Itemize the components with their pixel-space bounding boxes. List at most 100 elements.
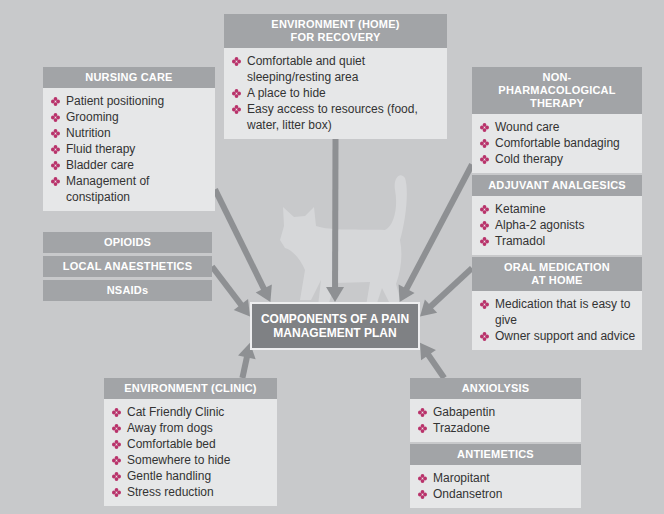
arrow-shaft [430,268,472,307]
bullet-item: Comfortable bandaging [480,135,636,151]
bullet-item: Ketamine [480,201,636,217]
arrow-head [326,287,344,302]
bullet-petal [485,208,489,212]
bullet-item: Management of constipation [51,173,209,205]
bullet-item: Ondansetron [418,486,575,502]
group-box: ENVIRONMENT (CLINIC)Cat Friendly ClinicA… [104,378,277,506]
bullet-petal [480,303,484,307]
bullet-petal [232,60,236,64]
bullet-petal [112,475,116,479]
bullet-symbol [480,139,489,148]
group-heading: NON-PHARMACOLOGICAL THERAPY [472,67,642,114]
bullet-petal [480,240,484,244]
bullet-petal [480,158,484,162]
bullet-petal [56,148,60,152]
bullet-symbol [112,488,121,497]
heading-bar: OPIOIDS [43,232,212,253]
bullet-symbol [418,474,427,483]
bullet-item: Comfortable bed [112,436,271,452]
arrow-head [420,300,437,317]
group-heading: NSAIDs [43,280,212,301]
arrow-shaft [242,356,247,378]
group-box: ORAL MEDICATION AT HOMEMedication that i… [472,257,642,350]
group-heading: ENVIRONMENT (HOME) FOR RECOVERY [224,14,447,48]
bullet-symbol [51,161,60,170]
group-body: Cat Friendly ClinicAway from dogsComfort… [104,399,277,506]
bullet-petal [117,443,121,447]
group-body: MaropitantOndansetron [410,465,581,508]
bullet-symbol [112,424,121,433]
bullet-petal [117,411,121,415]
bullet-petal [485,126,489,130]
bullet-petal [423,493,427,497]
item-text: Comfortable bed [127,437,216,451]
arrow-connector [212,267,250,317]
arrow-shaft [427,354,444,378]
bullet-petal [418,427,422,431]
bullet-symbol [480,205,489,214]
bullet-item: Grooming [51,109,209,125]
bullet-petal [480,142,484,146]
bullet-item: Nutrition [51,125,209,141]
bullet-item: Easy access to resources (food, water, l… [232,101,441,133]
group-body: Medication that is easy to giveOwner sup… [472,291,642,350]
bullet-petal [112,411,116,415]
bullet-item: Comfortable and quiet sleeping/resting a… [232,53,441,85]
bullet-symbol [232,89,241,98]
bullet-item: Trazadone [418,420,575,436]
bullet-petal [112,491,116,495]
bullet-item: Alpha-2 agonists [480,217,636,233]
bullet-symbol [418,490,427,499]
group-box: ANXIOLYSISGabapentinTrazadone [410,378,581,442]
bullet-petal [232,108,236,112]
item-text: A place to hide [247,86,326,100]
bullet-item: Cat Friendly Clinic [112,404,271,420]
bullet-symbol [112,472,121,481]
bullet-symbol [480,300,489,309]
bullet-petal [485,158,489,162]
arrow-connector [420,343,444,378]
heading-bar: LOCAL ANAESTHETICS [43,256,212,277]
bullet-petal [51,148,55,152]
item-text: Easy access to resources (food, water, l… [247,102,418,132]
item-text: Away from dogs [127,421,213,435]
bullet-symbol [480,155,489,164]
bullet-petal [56,132,60,136]
group-heading: ENVIRONMENT (CLINIC) [104,378,277,399]
bullet-petal [112,459,116,463]
central-title: COMPONENTS OF A PAIN MANAGEMENT PLAN [260,312,410,340]
bullet-symbol [232,105,241,114]
item-text: Comfortable bandaging [495,136,620,150]
bullet-symbol [480,237,489,246]
arrow-head [420,343,436,360]
bullet-petal [51,116,55,120]
bullet-item: Cold therapy [480,151,636,167]
bullet-petal [51,132,55,136]
bullet-item: Owner support and advice [480,328,636,344]
bullet-item: A place to hide [232,85,441,101]
item-text: Wound care [495,120,559,134]
bullet-petal [237,60,241,64]
arrow-head [256,285,272,302]
bullet-petal [51,180,55,184]
bullet-symbol [51,177,60,186]
bullet-symbol [51,129,60,138]
bullet-petal [480,224,484,228]
item-text: Trazadone [433,421,490,435]
bullet-item: Away from dogs [112,420,271,436]
group-body: KetamineAlpha-2 agonistsTramadol [472,196,642,255]
bullet-symbol [112,456,121,465]
bullet-petal [418,477,422,481]
bullet-symbol [480,123,489,132]
item-text: Cat Friendly Clinic [127,405,224,419]
item-text: Fluid therapy [66,142,135,156]
group-heading: ANTIEMETICS [410,444,581,465]
group-box: NON-PHARMACOLOGICAL THERAPY Wound careCom… [472,67,642,173]
item-text: Ketamine [495,202,546,216]
bullet-petal [56,116,60,120]
group-box: ANTIEMETICSMaropitantOndansetron [410,444,581,508]
bullet-petal [423,427,427,431]
item-text: Management of constipation [66,174,149,204]
group-heading: ANXIOLYSIS [410,378,581,399]
central-box: COMPONENTS OF A PAIN MANAGEMENT PLAN [250,302,420,350]
